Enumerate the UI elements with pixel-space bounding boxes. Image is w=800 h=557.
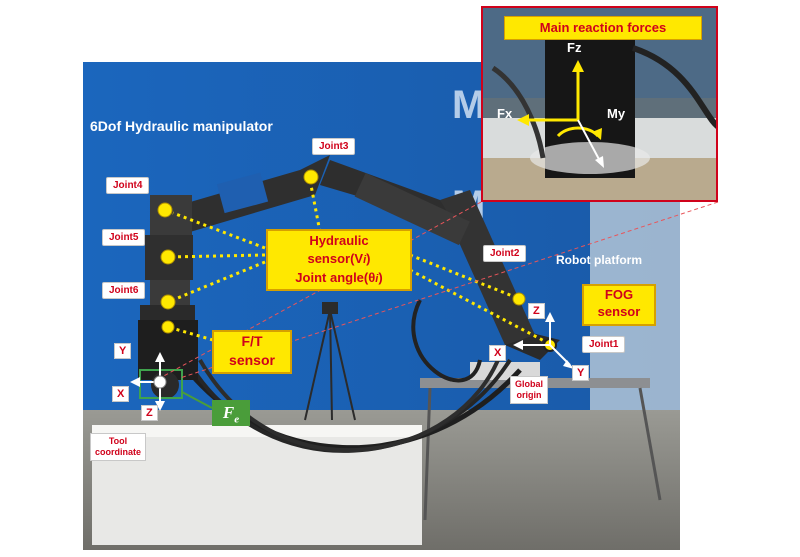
- global-axis-z: Z: [528, 303, 545, 319]
- ft-sensor-word: sensor: [229, 352, 275, 368]
- fog-sensor-word: sensor: [597, 304, 641, 319]
- joint6-marker: [160, 294, 176, 310]
- manipulator-title: 6Dof Hydraulic manipulator: [90, 118, 273, 134]
- joint1-tag: Joint1: [582, 336, 626, 353]
- joint4-tag: Joint4: [106, 177, 150, 194]
- joint-angle-label: Joint angle(θi): [295, 270, 383, 285]
- ft-sensor-callout: F/T sensor: [212, 330, 292, 374]
- ft-label: F/T: [241, 333, 263, 349]
- my-label: My: [607, 106, 626, 121]
- hydraulic-sensor-label: sensor(Vi): [307, 251, 371, 266]
- hydraulic-label: Hydraulic: [309, 233, 369, 248]
- tool-axis-z: Z: [141, 405, 158, 421]
- tool-axis-x: X: [112, 386, 130, 402]
- inset-title: Main reaction forces: [504, 16, 702, 40]
- joint5-marker: [160, 249, 176, 265]
- joint2-marker: [512, 292, 526, 306]
- global-axis-y: Y: [572, 365, 590, 381]
- reaction-forces-inset: Main reaction forces Fz Fx My: [481, 6, 718, 202]
- joint6-tag: Joint6: [102, 282, 146, 299]
- joint3-marker: [303, 169, 319, 185]
- fx-label: Fx: [497, 106, 513, 121]
- global-axis-x: X: [489, 345, 507, 361]
- joint3-tag: Joint3: [312, 138, 356, 155]
- svg-text:M: M: [452, 83, 485, 127]
- tool-axis-y: Y: [114, 343, 132, 359]
- joint4-marker: [157, 202, 173, 218]
- fog-label: FOG: [604, 287, 634, 302]
- joint5-tag: Joint5: [102, 229, 146, 246]
- joint2-tag: Joint2: [483, 245, 527, 262]
- robot-platform-label: Robot platform: [556, 253, 642, 267]
- fz-label: Fz: [567, 40, 582, 55]
- hydraulic-sensor-callout: Hydraulic sensor(Vi) Joint angle(θi): [266, 229, 412, 291]
- tool-origin-marker: [153, 375, 167, 389]
- inset-photo: [483, 8, 716, 200]
- fe-force-label: Fe: [212, 400, 250, 426]
- fog-sensor-callout: FOG sensor: [582, 284, 656, 326]
- ft-sensor-marker: [161, 320, 175, 334]
